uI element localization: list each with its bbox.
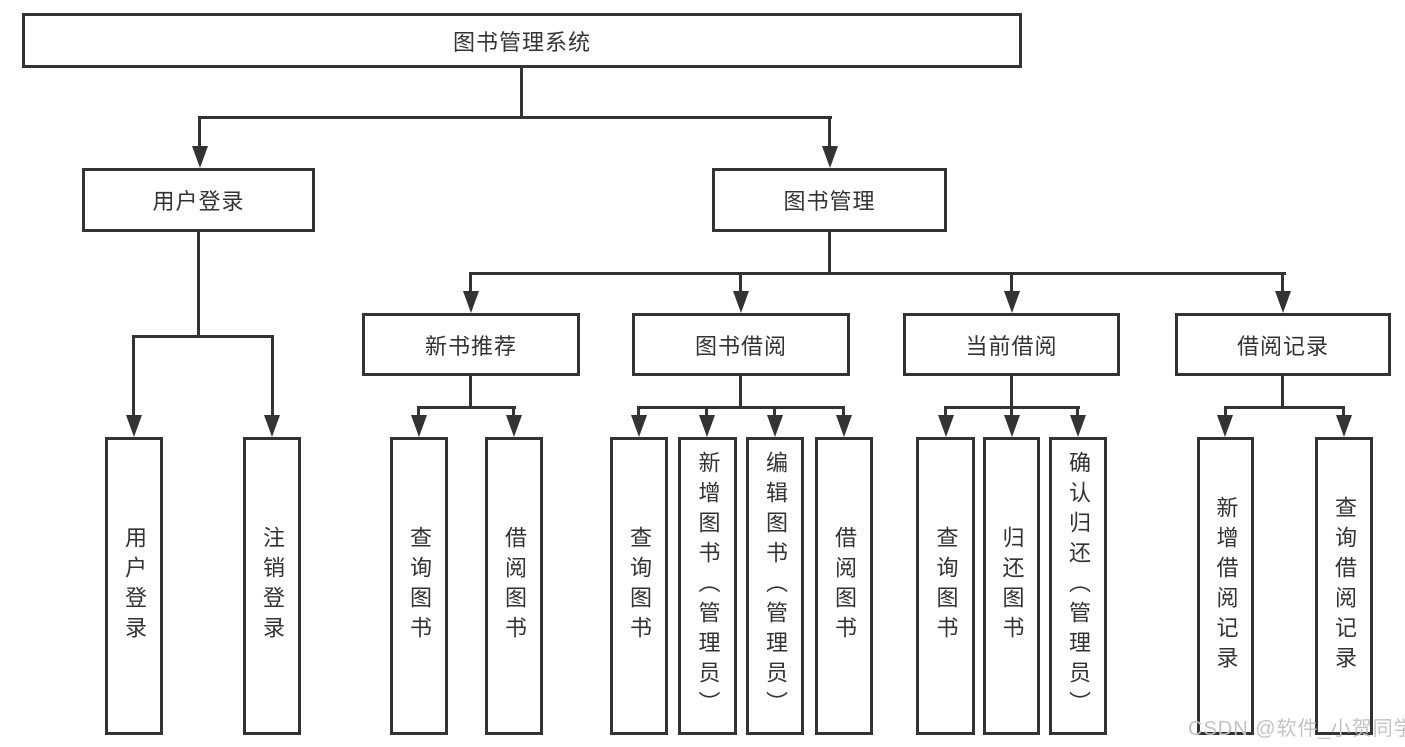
leaf-label: 归还图书 (999, 526, 1025, 646)
connector-line (1224, 406, 1345, 409)
node-label: 图书管理系统 (452, 29, 591, 55)
node-library-management-system: 图书管理系统 (22, 13, 1022, 68)
connector-line (1224, 406, 1227, 418)
arrow-down-icon (126, 415, 142, 437)
connector-line (739, 272, 742, 294)
connector-line (271, 335, 274, 417)
connector-line (469, 272, 1286, 275)
leaf-label: 查询图书 (407, 526, 432, 646)
leaf-label: 编辑图书（管理员） (763, 451, 788, 721)
leaf-label: 注销登录 (260, 526, 285, 646)
connector-line (828, 116, 831, 150)
connector-line (1342, 406, 1345, 418)
leaf-confirm-return-admin: 确认归还（管理员） (1049, 437, 1107, 735)
arrow-down-icon (1004, 415, 1020, 437)
arrow-down-icon (506, 415, 522, 437)
leaf-borrow-books-recommend: 借阅图书 (485, 437, 543, 735)
node-label: 用户登录 (152, 189, 245, 214)
leaf-query-books-borrow: 查询图书 (610, 437, 668, 735)
connector-line (1010, 406, 1013, 418)
arrow-down-icon (463, 291, 479, 313)
arrow-down-icon (264, 415, 280, 437)
leaf-label: 新增图书（管理员） (695, 451, 721, 721)
leaf-label: 查询图书 (627, 526, 652, 646)
connector-line (417, 406, 516, 409)
leaf-add-books-admin: 新增图书（管理员） (678, 437, 737, 735)
arrow-down-icon (836, 415, 852, 437)
connector-line (198, 116, 201, 150)
connector-line (1010, 376, 1013, 409)
connector-line (842, 406, 845, 418)
leaf-query-books-current: 查询图书 (916, 437, 975, 735)
connector-line (469, 272, 472, 294)
connector-line (417, 406, 420, 418)
connector-line (637, 406, 640, 418)
arrow-down-icon (822, 146, 838, 168)
leaf-label: 借阅图书 (832, 526, 857, 646)
connector-line (1076, 406, 1079, 418)
arrow-down-icon (1275, 291, 1291, 313)
node-label: 新书推荐 (424, 333, 517, 359)
leaf-borrow-books: 借阅图书 (815, 437, 873, 735)
connector-line (1010, 272, 1013, 294)
node-borrow-records: 借阅记录 (1175, 313, 1391, 376)
arrow-down-icon (1336, 415, 1352, 437)
node-label: 图书借阅 (694, 333, 787, 359)
leaf-label: 借阅图书 (502, 526, 527, 646)
connector-line (828, 232, 831, 275)
node-label: 图书管理 (783, 189, 876, 214)
arrow-down-icon (938, 415, 954, 437)
node-book-management: 图书管理 (712, 168, 947, 232)
csdn-watermark: CSDN @软件_小贺同学 (1188, 718, 1405, 740)
leaf-label: 查询借阅记录 (1332, 496, 1357, 676)
arrow-down-icon (699, 415, 715, 437)
node-label: 当前借阅 (965, 333, 1058, 359)
connector-line (637, 406, 845, 409)
arrow-down-icon (1004, 291, 1020, 313)
arrow-down-icon (1070, 415, 1086, 437)
leaf-add-borrow-record: 新增借阅记录 (1197, 437, 1254, 735)
connector-line (705, 406, 708, 418)
arrow-down-icon (767, 415, 783, 437)
arrow-down-icon (733, 291, 749, 313)
leaf-label: 新增借阅记录 (1213, 496, 1239, 676)
connector-line (198, 116, 832, 119)
leaf-label: 查询图书 (933, 526, 959, 646)
connector-line (1281, 272, 1284, 294)
connector-line (197, 232, 200, 338)
connector-line (132, 335, 135, 417)
node-current-borrow: 当前借阅 (903, 313, 1120, 376)
leaf-user-login: 用户登录 (105, 437, 163, 735)
leaf-label: 用户登录 (122, 526, 147, 646)
connector-line (739, 376, 742, 409)
node-new-book-recommend: 新书推荐 (362, 313, 580, 376)
node-user-login: 用户登录 (82, 168, 315, 232)
leaf-edit-books-admin: 编辑图书（管理员） (746, 437, 804, 735)
arrow-down-icon (411, 415, 427, 437)
connector-line (944, 406, 947, 418)
leaf-return-books: 归还图书 (983, 437, 1040, 735)
connector-line (132, 335, 274, 338)
node-book-borrow: 图书借阅 (632, 313, 850, 376)
leaf-logout: 注销登录 (243, 437, 301, 735)
arrow-down-icon (1217, 415, 1233, 437)
arrow-down-icon (631, 415, 647, 437)
leaf-label: 确认归还（管理员） (1066, 451, 1091, 721)
leaf-query-books-recommend: 查询图书 (390, 437, 448, 735)
arrow-down-icon (192, 146, 208, 168)
node-label: 借阅记录 (1236, 333, 1329, 359)
connector-line (773, 406, 776, 418)
connector-line (1281, 376, 1284, 409)
connector-line (520, 68, 523, 119)
connector-line (469, 376, 472, 409)
connector-line (512, 406, 515, 418)
leaf-query-borrow-record: 查询借阅记录 (1315, 437, 1373, 735)
